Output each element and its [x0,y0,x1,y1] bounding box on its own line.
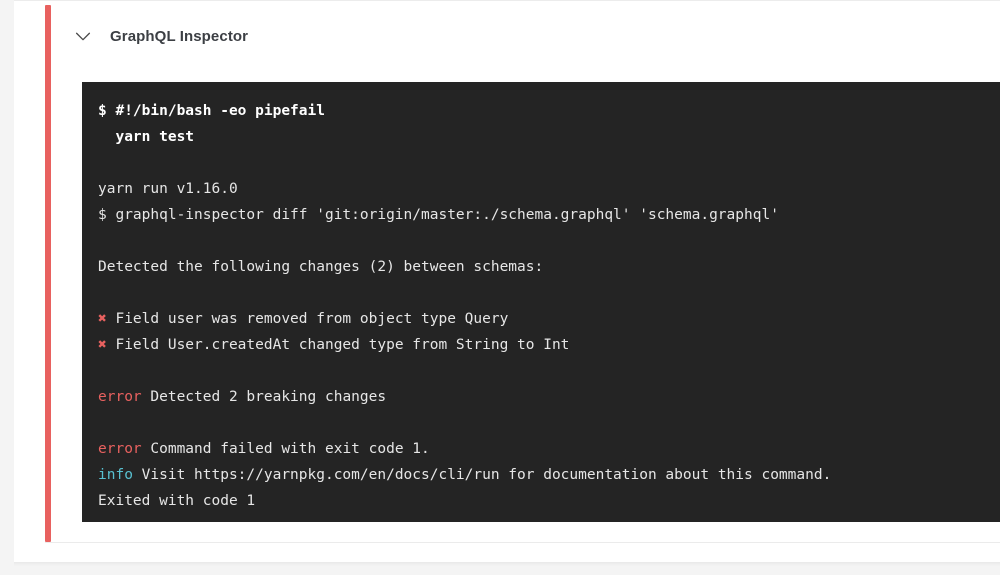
terminal-token-plain [98,285,107,301]
terminal-line: ✖ Field user was removed from object typ… [98,306,1000,332]
terminal-line: yarn test [98,124,1000,150]
terminal-line: error Command failed with exit code 1. [98,436,1000,462]
card-bottom-edge [14,562,1000,566]
terminal-token-error: error [98,389,142,405]
terminal-token-plain [98,233,107,249]
terminal-token-plain: Command failed with exit code 1. [141,441,430,457]
terminal-token-plain: yarn test [98,129,195,145]
terminal-token-plain: Detected 2 breaking changes [141,389,387,405]
terminal-line [98,410,1000,436]
terminal-line: ✖ Field User.createdAt changed type from… [98,332,1000,358]
terminal-line [98,150,1000,176]
terminal-token-plain [98,415,107,431]
terminal-line: Exited with code 1 [98,488,1000,514]
terminal-token-plain: $ #!/bin/bash -eo pipefail [98,103,325,119]
terminal-token-info: info [98,467,133,483]
chevron-down-icon[interactable] [71,24,95,48]
step-divider [45,542,1000,543]
step-status-bar [45,5,51,542]
terminal-token-plain: yarn run v1.16.0 [98,181,238,197]
terminal-token-cross: ✖ [98,337,107,353]
terminal-line: $ #!/bin/bash -eo pipefail [98,98,1000,124]
terminal-line: Detected the following changes (2) betwe… [98,254,1000,280]
step-header[interactable]: GraphQL Inspector [51,5,1000,67]
terminal-token-plain: Visit https://yarnpkg.com/en/docs/cli/ru… [132,467,832,483]
terminal-line [98,280,1000,306]
terminal-token-plain: $ graphql-inspector diff 'git:origin/mas… [98,207,779,223]
terminal-token-plain: Field user was removed from object type … [106,311,509,327]
build-step-card: GraphQL Inspector $ #!/bin/bash -eo pipe… [14,0,1000,562]
terminal-token-error: error [98,441,142,457]
terminal-token-plain: Field User.createdAt changed type from S… [106,337,570,353]
terminal-line: info Visit https://yarnpkg.com/en/docs/c… [98,462,1000,488]
terminal-line: $ graphql-inspector diff 'git:origin/mas… [98,202,1000,228]
terminal-line [98,228,1000,254]
terminal-token-cross: ✖ [98,311,107,327]
terminal-line: error Detected 2 breaking changes [98,384,1000,410]
terminal-line: yarn run v1.16.0 [98,176,1000,202]
terminal-line [98,358,1000,384]
step-title: GraphQL Inspector [110,27,249,45]
terminal-token-plain [98,155,107,171]
terminal-token-plain: Exited with code 1 [98,493,256,509]
terminal-log-output[interactable]: $ #!/bin/bash -eo pipefail yarn test yar… [82,82,1000,522]
terminal-token-plain: Detected the following changes (2) betwe… [98,259,544,275]
terminal-token-plain [98,363,107,379]
